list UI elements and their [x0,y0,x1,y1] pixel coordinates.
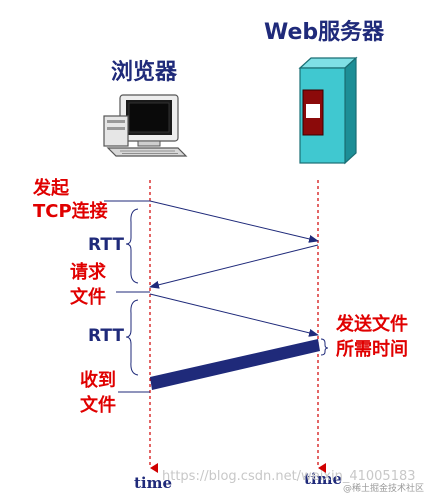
server-title: Web服务器 [264,20,385,45]
initiate-label-line1: 发起 [33,178,69,199]
time-label-server: time [304,470,343,488]
file-transfer-band [150,339,320,390]
watermark-corner: @稀土掘金技术社区 [343,484,425,494]
browser-title: 浏览器 [111,60,178,85]
request-label-line2: 文件 [70,287,106,308]
initiate-label-line2: TCP连接 [33,201,108,222]
server-icon [298,56,358,165]
watermark-url: https://blog.csdn.net/weixin_41005183 [162,469,416,484]
rtt-label-1: RTT [88,235,124,255]
receive-label-line2: 文件 [80,395,116,416]
syn-arrow [149,200,319,243]
rtt-label-2: RTT [88,326,124,346]
time-label-browser: time [134,474,173,492]
rtt-brace-2 [125,299,139,376]
receive-label-line1: 收到 [80,370,116,391]
rtt-brace-1 [125,208,139,284]
computer-icon [103,94,188,157]
send-time-brace [320,338,329,356]
send-time-label-line1: 发送文件 [336,314,408,335]
request-label-line1: 请求 [70,262,106,283]
synack-arrow [149,244,319,289]
send-time-label-line2: 所需时间 [336,339,408,360]
request-arrow [149,293,319,337]
